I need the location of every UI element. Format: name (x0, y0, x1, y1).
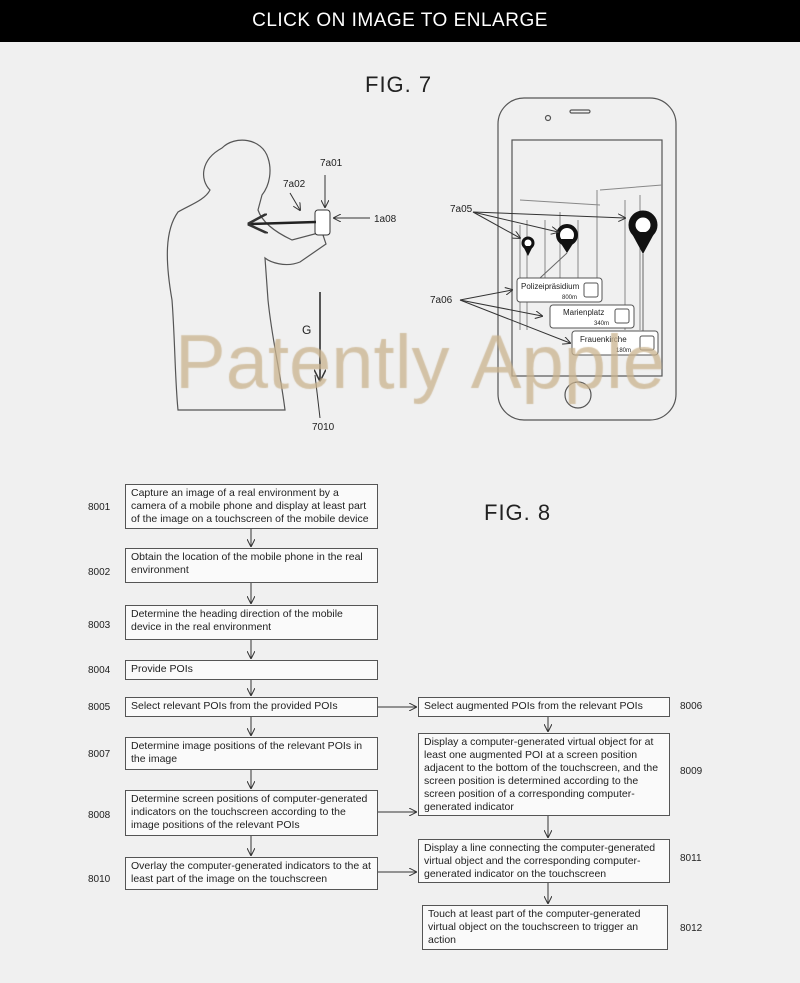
ref-8005: 8005 (88, 702, 111, 713)
svg-text:180m: 180m (616, 348, 631, 354)
step-8008: Determine screen positions of computer-g… (125, 790, 378, 836)
handheld-phone (314, 209, 331, 236)
smartphone-outline (497, 97, 677, 421)
label-7a05: 7a05 (450, 204, 473, 215)
ref-8008: 8008 (88, 810, 111, 821)
ref-8002: 8002 (88, 567, 111, 578)
ref-8003: 8003 (88, 620, 111, 631)
poi-indicator-small (521, 236, 535, 256)
ref-8009: 8009 (680, 766, 703, 777)
ref-8004: 8004 (88, 665, 111, 676)
ref-8012: 8012 (680, 923, 703, 934)
poi-card-polizeiprasidium[interactable]: Polizeipräsidium 800m (516, 277, 603, 303)
poi-indicator-large (628, 210, 658, 332)
svg-text:340m: 340m (594, 321, 609, 327)
poi-card-frauenkirche[interactable]: Frauenkirche 180m (571, 330, 659, 356)
step-8009: Display a computer-generated virtual obj… (418, 733, 670, 816)
ref-8007: 8007 (88, 749, 111, 760)
ref-8006: 8006 (680, 701, 703, 712)
label-1a08: 1a08 (374, 214, 397, 225)
step-8012: Touch at least part of the computer-gene… (422, 905, 668, 950)
step-8003: Determine the heading direction of the m… (125, 605, 378, 640)
step-8011: Display a line connecting the computer-g… (418, 839, 670, 883)
label-7a01: 7a01 (320, 158, 343, 169)
step-8010: Overlay the computer-generated indicator… (125, 857, 378, 890)
step-8004: Provide POIs (125, 660, 378, 680)
step-8007: Determine image positions of the relevan… (125, 737, 378, 770)
step-8005: Select relevant POIs from the provided P… (125, 697, 378, 717)
svg-text:Marienplatz: Marienplatz (563, 308, 604, 317)
label-g: G (302, 323, 311, 337)
step-8002: Obtain the location of the mobile phone … (125, 548, 378, 583)
ref-8011: 8011 (680, 853, 702, 864)
label-7010: 7010 (312, 422, 335, 433)
ref-8001: 8001 (88, 502, 111, 513)
ref-8010: 8010 (88, 874, 111, 885)
svg-text:800m: 800m (562, 295, 577, 301)
poi-card-marienplatz[interactable]: Marienplatz 340m (549, 304, 635, 329)
label-7a02: 7a02 (283, 179, 306, 190)
svg-text:Polizeipräsidium: Polizeipräsidium (521, 282, 580, 291)
step-8006: Select augmented POIs from the relevant … (418, 697, 670, 717)
step-8001: Capture an image of a real environment b… (125, 484, 378, 529)
label-7a06: 7a06 (430, 295, 453, 306)
poi-indicator-medium (556, 224, 578, 253)
viewing-direction-arrow (250, 222, 317, 224)
svg-text:Frauenkirche: Frauenkirche (580, 335, 627, 344)
